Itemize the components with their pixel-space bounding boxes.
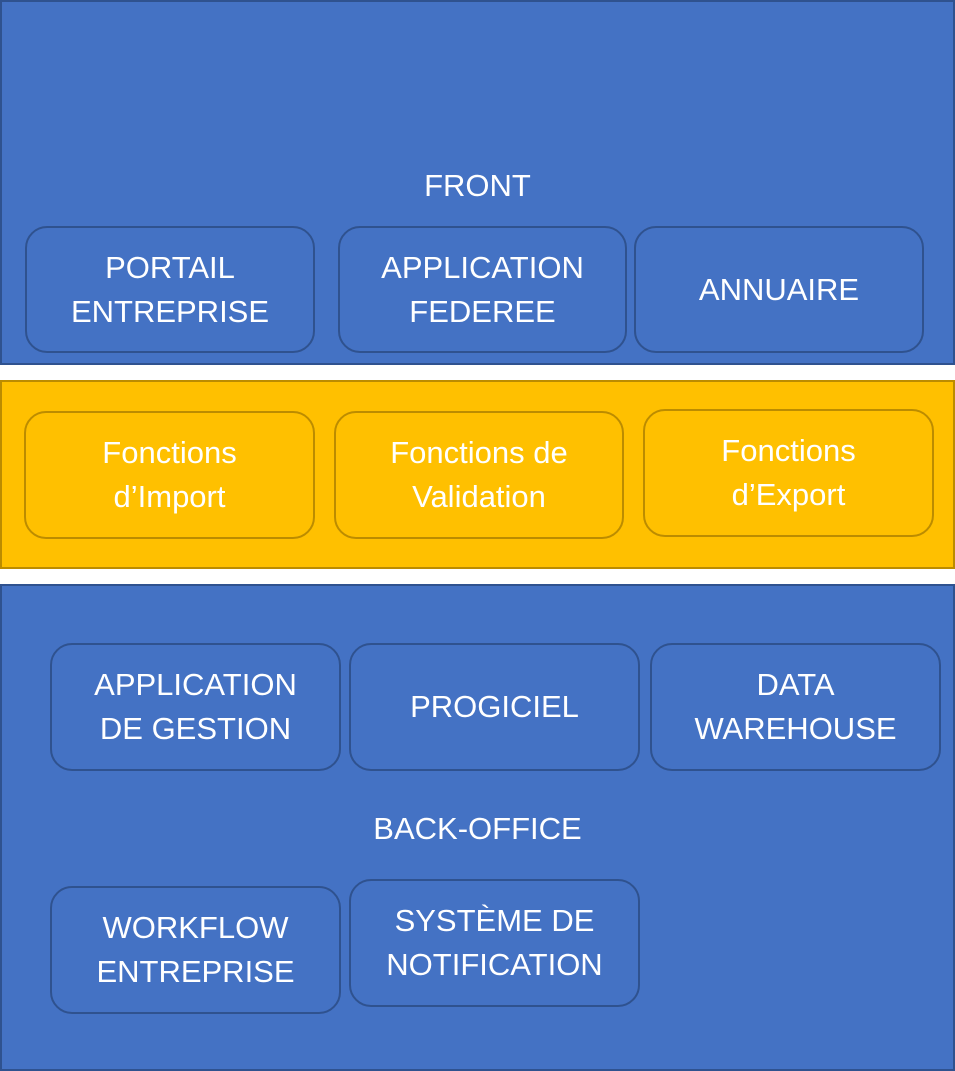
backoffice-layer-title: BACK-OFFICE (373, 811, 582, 846)
front-box-portail-entreprise[interactable]: PORTAIL ENTREPRISE (25, 226, 315, 353)
box-label: Fonctions d’Import (102, 435, 237, 514)
box-label: PORTAIL ENTREPRISE (70, 249, 270, 329)
box-label: APPLICATION DE GESTION (94, 667, 297, 746)
box-label: PROGICIEL (410, 689, 579, 724)
box-label: Fonctions de Validation (390, 435, 568, 514)
box-label: Fonctions d’Export (721, 433, 856, 512)
front-layer: FRONT PORTAIL ENTREPRISE APPLICATION FED… (0, 0, 955, 365)
backoffice-box-workflow-entreprise[interactable]: WORKFLOW ENTREPRISE (50, 886, 341, 1014)
backoffice-layer: APPLICATION DE GESTION PROGICIEL DATA WA… (0, 584, 955, 1071)
box-label: APPLICATION FEDEREE (381, 249, 584, 329)
box-label: DATA WAREHOUSE (694, 667, 897, 746)
backoffice-box-data-warehouse[interactable]: DATA WAREHOUSE (650, 643, 941, 771)
backoffice-box-application-de-gestion[interactable]: APPLICATION DE GESTION (50, 643, 341, 771)
middleware-box-validation[interactable]: Fonctions de Validation (334, 411, 624, 539)
backoffice-box-systeme-de-notification[interactable]: SYSTÈME DE NOTIFICATION (349, 879, 640, 1007)
box-label: ANNUAIRE (698, 271, 860, 307)
middleware-box-export[interactable]: Fonctions d’Export (643, 409, 934, 537)
backoffice-box-progiciel[interactable]: PROGICIEL (349, 643, 640, 771)
box-label: SYSTÈME DE NOTIFICATION (386, 903, 603, 982)
front-box-application-federee[interactable]: APPLICATION FEDEREE (338, 226, 627, 353)
box-label: WORKFLOW ENTREPRISE (96, 910, 295, 989)
front-layer-title: FRONT (424, 168, 531, 203)
middleware-layer: Fonctions d’Import Fonctions de Validati… (0, 380, 955, 569)
middleware-box-import[interactable]: Fonctions d’Import (24, 411, 315, 539)
front-box-annuaire[interactable]: ANNUAIRE (634, 226, 924, 353)
